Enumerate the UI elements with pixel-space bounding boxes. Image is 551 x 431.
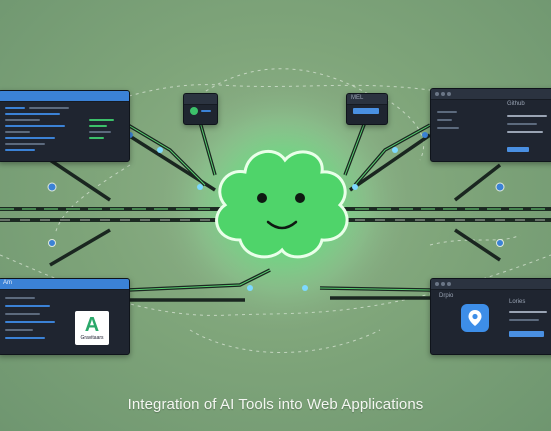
window-titlebar (431, 89, 551, 100)
code-editor-window-top-left (0, 90, 130, 162)
app-logo-icon: A Gravitaars (75, 311, 109, 345)
app-window-bottom-left: Am A Gravitaars (0, 278, 130, 355)
caption: Integration of AI Tools into Web Applica… (127, 396, 424, 413)
mini-window-left (183, 93, 218, 125)
accent-chip (509, 331, 544, 337)
window-label: MEL (351, 95, 364, 101)
window-titlebar: MEL (347, 94, 387, 105)
window-label: Drpio (439, 293, 454, 299)
window-titlebar: Am (0, 279, 129, 290)
accent-chip (353, 108, 379, 114)
network-nodes (47, 132, 505, 291)
window-sub-label: Lories (509, 299, 526, 305)
location-pin-icon (461, 304, 489, 332)
dashboard-window-top-right: Github (430, 88, 551, 162)
logo-mark: A (84, 313, 100, 336)
window-label: Github (507, 101, 525, 107)
accent-chip (507, 147, 529, 152)
logo-wordmark: Gravitaars (80, 334, 104, 341)
window-titlebar (0, 91, 129, 102)
status-dot (190, 107, 198, 115)
window-titlebar (184, 94, 217, 105)
mini-window-right: MEL (346, 93, 388, 125)
app-window-bottom-right: Drpio Lories (430, 278, 551, 355)
window-titlebar (431, 279, 551, 290)
connector-highlights (127, 121, 431, 291)
ai-cloud-icon (215, 150, 349, 259)
window-tab-label: Am (3, 280, 12, 286)
